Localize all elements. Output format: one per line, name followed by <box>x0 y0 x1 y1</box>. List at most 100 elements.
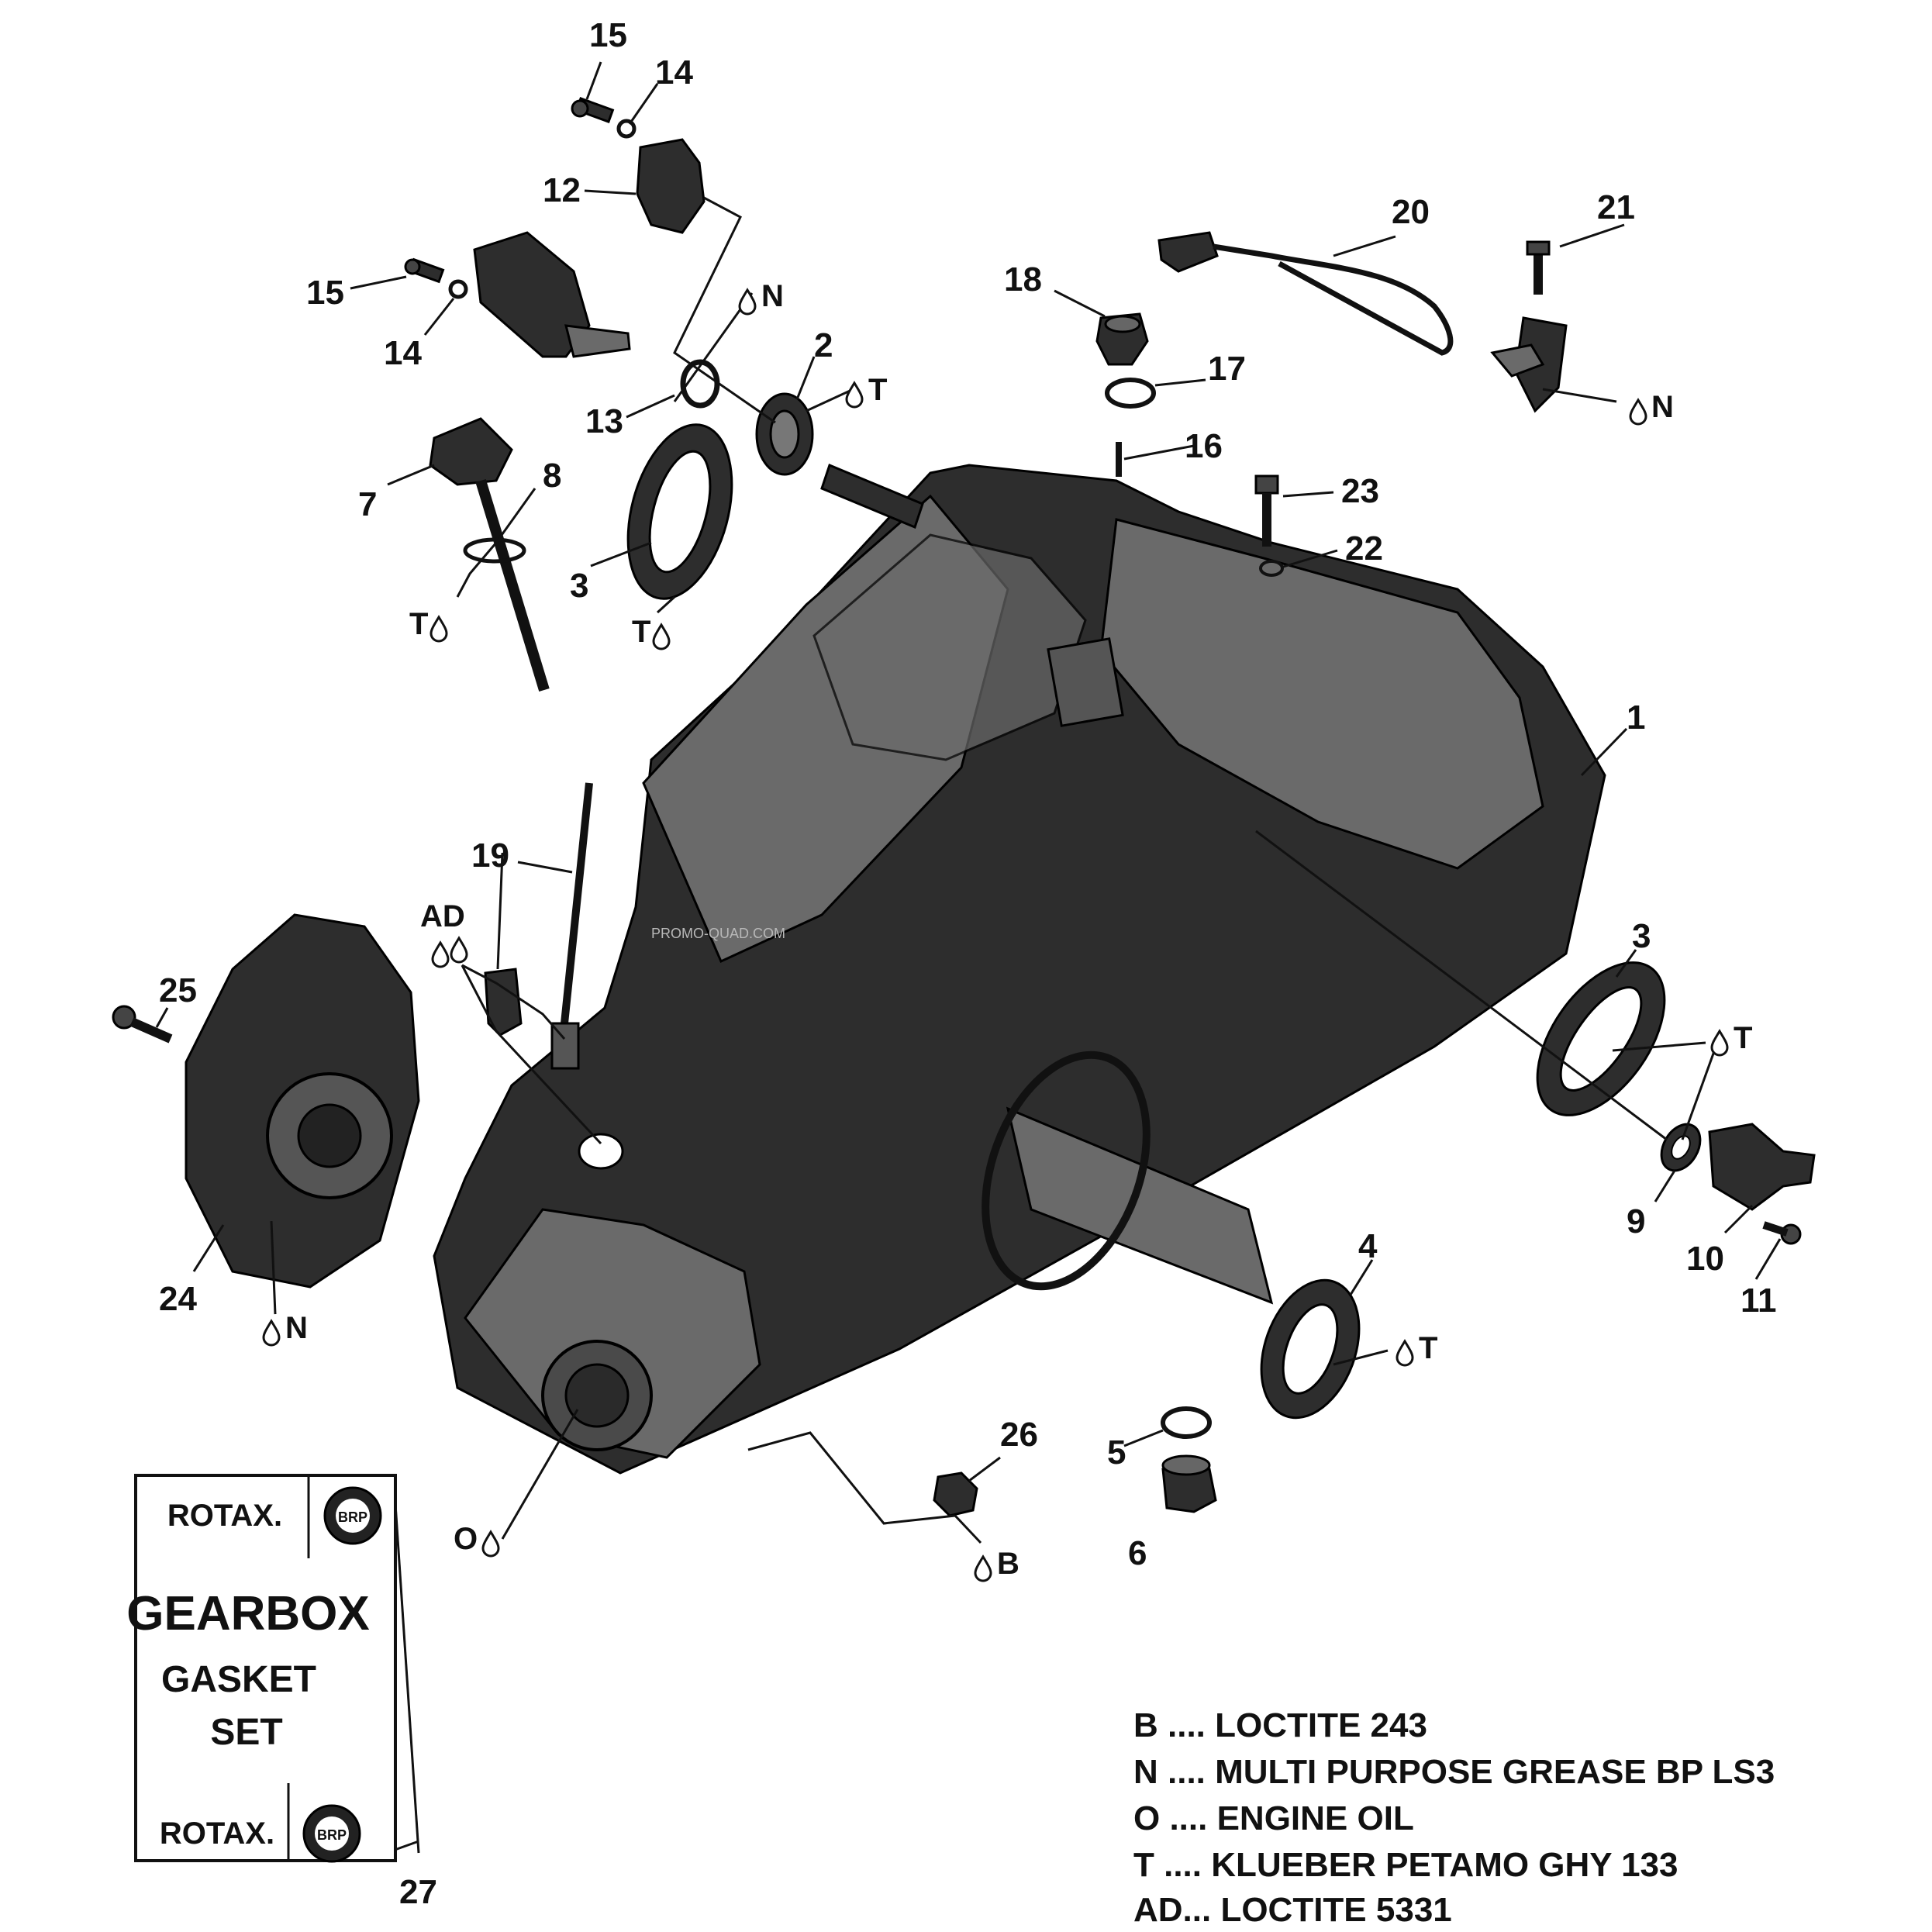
callout-3: 3 <box>1632 917 1651 955</box>
code-b: B <box>997 1547 1019 1581</box>
part-10-sensor <box>1708 1123 1816 1211</box>
callout-7: 7 <box>358 485 377 523</box>
part-22-washer <box>1259 560 1284 577</box>
part-5-washer <box>1161 1406 1212 1439</box>
callout-4: 4 <box>1358 1227 1378 1265</box>
callout-5: 5 <box>1107 1433 1126 1471</box>
legend-n: N .... MULTI PURPOSE GREASE BP LS3 <box>1133 1753 1775 1791</box>
code-t-8: T <box>409 607 428 641</box>
legend-t: T .... KLUEBER PETAMO GHY 133 <box>1133 1846 1678 1884</box>
part-12-cover <box>636 138 706 234</box>
lubricant-drop-icon <box>431 941 450 968</box>
lubricant-drop-icon <box>262 1320 281 1347</box>
gearbox-housing: PROMO-QUAD.COM <box>433 463 1606 1475</box>
part-14-oring-mid <box>448 279 468 299</box>
lubricant-drop-icon <box>450 937 468 964</box>
code-t-4: T <box>1419 1331 1437 1365</box>
part-25-bolt <box>112 1005 173 1044</box>
lubricant-drop-icon <box>652 623 671 650</box>
part-3-seal-right <box>1536 961 1666 1116</box>
part-3-seal-top <box>626 423 733 600</box>
gasket-kit-box: ROTAX. BRP GEARBOX GASKET SET ROTAX. BRP <box>126 1474 420 1863</box>
callout-23: 23 <box>1341 472 1379 510</box>
part-7-dipstick <box>429 417 550 692</box>
kit-brand-bottom: ROTAX. <box>160 1816 274 1851</box>
callout-11: 11 <box>1741 1282 1777 1320</box>
callout-15: 15 <box>306 274 344 312</box>
part-21-bolt <box>1526 240 1551 295</box>
legend-o: O .... ENGINE OIL <box>1133 1799 1414 1837</box>
callout-3: 3 <box>570 567 588 605</box>
callout-18: 18 <box>1004 260 1042 298</box>
lubricant-drop-icon <box>845 381 864 409</box>
part-13-oring <box>680 359 720 409</box>
lubricant-drop-icon <box>481 1530 500 1558</box>
lubricant-markers: N N N T T T T T AD O B <box>262 279 1752 1582</box>
part-15-screw-top <box>571 97 615 123</box>
callout-numbers: 1 2 3 3 4 5 6 7 8 9 10 11 12 13 14 14 15… <box>159 16 1777 1911</box>
callout-26: 26 <box>1000 1416 1038 1454</box>
callout-19: 19 <box>471 837 509 875</box>
callout-22: 22 <box>1345 530 1383 568</box>
code-t-3: T <box>632 615 650 649</box>
part-11-bolt <box>1762 1221 1802 1245</box>
kit-line3: SET <box>210 1712 282 1753</box>
code-n-20: N <box>1651 390 1674 424</box>
brp-badge-bottom: BRP <box>302 1804 361 1863</box>
code-t-2: T <box>868 373 887 407</box>
kit-brand-top: ROTAX. <box>167 1499 282 1533</box>
brp-badge-top: BRP <box>323 1486 382 1545</box>
part-15-screw-mid <box>404 257 445 284</box>
part-23-bolt <box>1254 474 1279 547</box>
part-2-seal <box>755 392 814 476</box>
watermark: PROMO-QUAD.COM <box>651 926 785 941</box>
code-n-24: N <box>285 1311 308 1345</box>
part-17-washer <box>1105 378 1156 409</box>
part-9-seal <box>1660 1123 1702 1172</box>
code-t-3-right: T <box>1734 1021 1752 1055</box>
lubricant-drop-icon <box>1629 398 1647 426</box>
kit-title: GEARBOX <box>126 1587 369 1640</box>
part-20-speed-sensor <box>1157 231 1568 413</box>
callout-1: 1 <box>1627 699 1645 737</box>
callout-2: 2 <box>814 326 833 364</box>
part-6-drain-plug <box>1161 1454 1217 1513</box>
callout-12: 12 <box>543 171 581 209</box>
legend-ad: AD... LOCTITE 5331 <box>1133 1891 1452 1929</box>
part-18-plug <box>1095 312 1149 366</box>
part-shift-actuator <box>473 231 631 358</box>
lubricant-drop-icon <box>974 1555 992 1582</box>
part-4-seal <box>1260 1278 1361 1420</box>
lubricant-drop-icon <box>1396 1340 1414 1367</box>
callout-6: 6 <box>1128 1534 1147 1572</box>
part-24-cover <box>185 913 420 1289</box>
callout-17: 17 <box>1208 350 1246 388</box>
code-n-13: N <box>761 279 784 313</box>
callout-10: 10 <box>1686 1240 1724 1278</box>
callout-21: 21 <box>1597 188 1635 226</box>
callout-24: 24 <box>159 1280 197 1318</box>
lubricant-drop-icon <box>738 288 757 316</box>
svg-text:BRP: BRP <box>317 1827 347 1843</box>
part-14-oring-top <box>616 119 637 139</box>
lubricant-drop-icon <box>430 616 448 643</box>
lubricant-legend: B .... LOCTITE 243 N .... MULTI PURPOSE … <box>1133 1706 1775 1929</box>
callout-20: 20 <box>1392 193 1430 231</box>
callout-14: 14 <box>655 53 693 91</box>
part-26-nut <box>933 1471 978 1517</box>
callout-14: 14 <box>384 334 422 372</box>
callout-27: 27 <box>399 1873 437 1911</box>
code-ad: AD <box>420 899 465 933</box>
callout-25: 25 <box>159 971 197 1009</box>
part-8-oring <box>463 537 526 564</box>
code-o: O <box>454 1522 478 1556</box>
callout-9: 9 <box>1627 1202 1645 1240</box>
leader-lines <box>155 61 1782 1854</box>
kit-line2: GASKET <box>161 1659 316 1700</box>
callout-13: 13 <box>585 402 623 440</box>
legend-b: B .... LOCTITE 243 <box>1133 1706 1427 1744</box>
svg-text:BRP: BRP <box>338 1509 367 1525</box>
lubricant-drop-icon <box>1710 1030 1729 1057</box>
callout-8: 8 <box>543 457 561 495</box>
